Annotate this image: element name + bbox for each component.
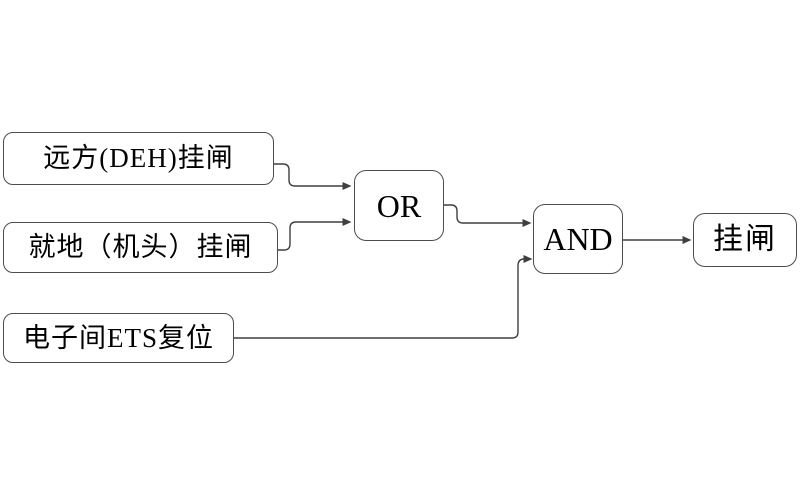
node-and-gate: AND <box>533 204 623 274</box>
node-output-guazha: 挂闸 <box>693 213 797 267</box>
node-and-gate-label: AND <box>543 221 613 257</box>
connector-remote-deh-to-or <box>274 163 352 190</box>
connector-or-to-and <box>444 204 532 227</box>
node-or-gate-label: OR <box>376 187 422 224</box>
node-remote-deh-label: 远方(DEH)挂闸 <box>43 143 234 173</box>
node-ets-reset-label: 电子间ETS复位 <box>22 322 214 353</box>
node-output-guazha-label: 挂闸 <box>713 223 777 256</box>
connector-local-to-or <box>278 218 352 251</box>
node-remote-deh: 远方(DEH)挂闸 <box>3 132 274 185</box>
node-or-gate: OR <box>354 170 444 241</box>
node-local-jitou-label: 就地（机头）挂闸 <box>28 232 253 262</box>
node-local-jitou: 就地（机头）挂闸 <box>3 222 278 273</box>
node-ets-reset: 电子间ETS复位 <box>3 313 234 363</box>
connector-ets-to-and <box>234 255 533 339</box>
